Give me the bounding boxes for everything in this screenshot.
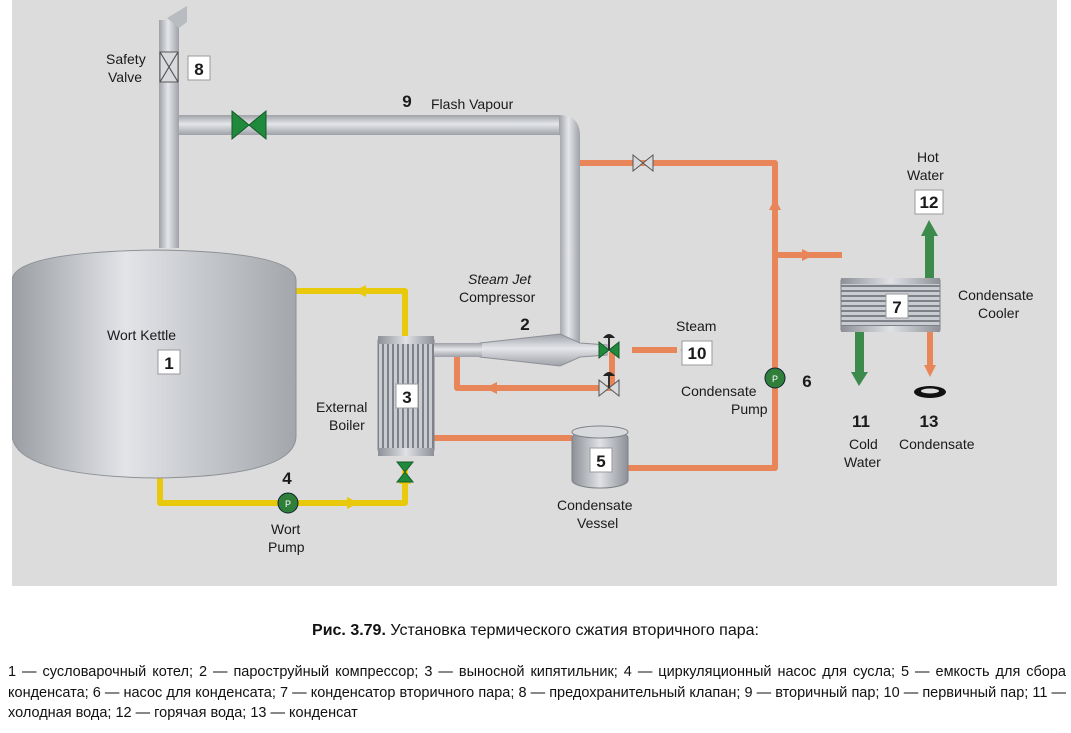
- external-boiler-label-1: External: [316, 399, 367, 415]
- condensate-loop-right: [580, 160, 778, 471]
- diagram-svg: Wort Kettle: [12, 6, 1034, 555]
- figure-number: Рис. 3.79.: [312, 622, 386, 639]
- cold-water-label-1: Cold: [849, 436, 878, 452]
- safety-valve-label-2: Valve: [108, 69, 142, 85]
- wort-pump-label-1: Wort: [271, 521, 300, 537]
- wort-valve[interactable]: [395, 461, 415, 483]
- wort-return-pipe: [292, 288, 408, 340]
- tag-4: 4: [282, 469, 292, 488]
- tag-9: 9: [402, 92, 411, 111]
- tag-5: 5: [589, 447, 613, 473]
- steam-jet-label-1: Steam Jet: [468, 271, 532, 287]
- tag-4-text: 4: [282, 469, 292, 488]
- tag-5-text: 5: [596, 452, 605, 471]
- safety-valve-label-1: Safety: [106, 51, 146, 67]
- figure-title: Установка термического сжатия вторичного…: [385, 622, 759, 639]
- tag-6-text: 6: [802, 372, 811, 391]
- condensate-vessel-label-2: Vessel: [577, 515, 618, 531]
- tag-12-text: 12: [920, 193, 939, 212]
- tag-12: 12: [914, 189, 944, 215]
- tag-2-text: 2: [520, 315, 529, 334]
- cold-water-label-2: Water: [844, 454, 881, 470]
- wort-pump[interactable]: P: [277, 492, 299, 514]
- safety-valve[interactable]: [159, 51, 179, 83]
- wort-kettle: Wort Kettle: [12, 249, 297, 479]
- tag-8-text: 8: [194, 60, 203, 79]
- condensate-cooler-label-1: Condensate: [958, 287, 1034, 303]
- hot-water-label-1: Hot: [917, 149, 939, 165]
- tag-7-text: 7: [892, 298, 901, 317]
- tag-2: 2: [520, 315, 529, 334]
- hot-water-label-2: Water: [907, 167, 944, 183]
- tag-7: 7: [885, 293, 909, 319]
- stack-outlet-cap: [167, 6, 187, 28]
- tag-11: 11: [852, 412, 870, 431]
- tag-9-text: 9: [402, 92, 411, 111]
- tag-13-text: 13: [920, 412, 939, 431]
- tag-11-text: 11: [852, 412, 870, 431]
- condensate-pump-label-1: Condensate: [681, 383, 757, 399]
- flash-vapour-down-pipe: [559, 115, 580, 350]
- condensate-return-valve[interactable]: [598, 372, 620, 398]
- tag-6: 6: [802, 372, 811, 391]
- wort-pump-label-2: Pump: [268, 539, 305, 555]
- external-boiler-label-2: Boiler: [329, 417, 365, 433]
- tag-10: 10: [681, 340, 713, 366]
- condensate-piping: [422, 160, 933, 471]
- condensate-valve-top[interactable]: [632, 153, 654, 173]
- steam-jet-compressor: [434, 333, 608, 367]
- wort-pump-mark: P: [285, 499, 291, 509]
- water-piping: [851, 220, 938, 386]
- condensate-cooler-label-2: Cooler: [978, 305, 1020, 321]
- flash-vapour-pipe: [179, 115, 559, 135]
- condensate-return: [454, 353, 615, 391]
- flash-vapour-label: Flash Vapour: [431, 96, 514, 112]
- tag-1: 1: [157, 349, 181, 375]
- tag-8: 8: [187, 55, 211, 81]
- tag-1-text: 1: [164, 354, 173, 373]
- tag-10-text: 10: [688, 344, 707, 363]
- condensate-drain: [914, 386, 946, 398]
- wort-kettle-label: Wort Kettle: [107, 327, 176, 343]
- steam-jet-label-2: Compressor: [459, 289, 536, 305]
- process-diagram: Wort Kettle: [12, 0, 1057, 586]
- condensate-vessel-label-1: Condensate: [557, 497, 633, 513]
- tag-3-text: 3: [402, 388, 411, 407]
- tag-3: 3: [395, 383, 419, 409]
- condensate-pump[interactable]: P: [764, 367, 786, 389]
- figure-legend: 1 — сусловарочный котел; 2 — пароструйны…: [8, 664, 1066, 721]
- condensate-pump-mark: P: [772, 374, 778, 384]
- tag-13: 13: [920, 412, 939, 431]
- steam-inlet-valve[interactable]: [598, 334, 620, 360]
- figure-caption: Рис. 3.79. Установка термического сжатия…: [0, 622, 1071, 640]
- condensate-label: Condensate: [899, 436, 975, 452]
- condensate-pump-label-2: Pump: [731, 401, 768, 417]
- flash-vapour-valve[interactable]: [231, 109, 267, 141]
- steam-label: Steam: [676, 318, 716, 334]
